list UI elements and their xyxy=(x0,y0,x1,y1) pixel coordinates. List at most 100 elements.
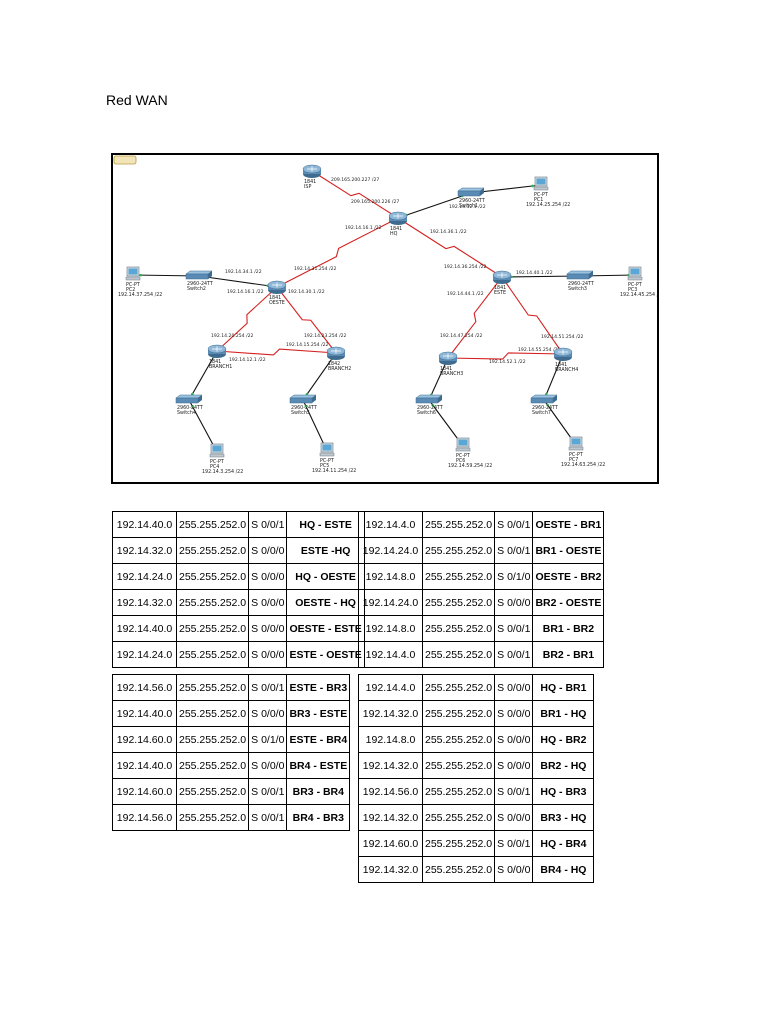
network-cell: 192.14.24.0 xyxy=(112,563,177,590)
device-ip-label: 192.14.59.254 /22 xyxy=(448,463,492,469)
device-name-label: Switch4 xyxy=(177,410,196,416)
ethernet-link[interactable] xyxy=(397,192,472,219)
switch7-switch-icon[interactable] xyxy=(530,394,558,404)
folder-icon[interactable] xyxy=(113,155,137,165)
serial-link[interactable] xyxy=(216,348,337,356)
serial-link[interactable] xyxy=(501,276,564,355)
pc6-pc-icon[interactable] xyxy=(455,437,471,452)
pc7-pc-icon[interactable] xyxy=(568,436,584,451)
device-ip-label: 192.14.63.254 /22 xyxy=(561,462,605,468)
device-ip-label: 192.14.25.254 /22 xyxy=(526,202,570,208)
device-model-label: 2960-24TT xyxy=(177,405,203,411)
switch3-switch-icon[interactable] xyxy=(566,270,594,280)
ethernet-link[interactable] xyxy=(198,275,278,288)
hq-router-icon[interactable] xyxy=(388,211,408,225)
serial-link[interactable] xyxy=(311,170,399,219)
network-cell: 192.14.60.0 xyxy=(112,726,177,753)
ethernet-link[interactable] xyxy=(543,353,564,401)
ethernet-link[interactable] xyxy=(188,399,218,453)
network-cell: 192.14.24.0 xyxy=(358,589,423,616)
link-ip-label: 192.14.12.1 /22 xyxy=(229,357,266,363)
ethernet-link[interactable] xyxy=(188,350,218,401)
interface-cell: S 0/0/1 xyxy=(494,511,534,538)
link-cell: BR2 - OESTE xyxy=(532,589,605,616)
device-model-label: 1841 xyxy=(494,285,506,291)
serial-link[interactable] xyxy=(276,217,399,288)
link-cell: BR2 - HQ xyxy=(532,752,595,779)
network-cell: 192.14.32.0 xyxy=(358,752,423,779)
ethernet-link[interactable] xyxy=(302,399,328,452)
device-name-label: Switch3 xyxy=(568,286,587,292)
device-model-label: 1841 xyxy=(390,226,402,232)
device-name-label: BRANCH1 xyxy=(209,364,232,370)
link-ip-label: 192.14.16.1 /22 xyxy=(227,289,264,295)
device-name-label: OESTE xyxy=(269,300,285,306)
switch5-switch-icon[interactable] xyxy=(289,394,317,404)
network-cell: 192.14.32.0 xyxy=(358,700,423,727)
device-name-label: Switch7 xyxy=(532,410,551,416)
device-model-label: 1841 xyxy=(555,362,567,368)
ethernet-link[interactable] xyxy=(428,357,449,401)
link-cell: OESTE - ESTE xyxy=(286,615,365,642)
interface-cell: S 0/0/0 xyxy=(248,589,288,616)
network-cell: 192.14.32.0 xyxy=(358,804,423,831)
branch3-router-icon[interactable] xyxy=(438,351,458,365)
isp-router-icon[interactable] xyxy=(302,164,322,178)
branch2-router-icon[interactable] xyxy=(326,346,346,360)
network-cell: 192.14.56.0 xyxy=(112,804,177,831)
pc5-pc-icon[interactable] xyxy=(319,442,335,457)
pc3-pc-icon[interactable] xyxy=(627,266,643,281)
oeste-router-icon[interactable] xyxy=(267,280,287,294)
network-cell: 192.14.40.0 xyxy=(112,752,177,779)
ethernet-link[interactable] xyxy=(302,352,337,401)
pc4-pc-icon[interactable] xyxy=(209,443,225,458)
device-name-label: PC6 xyxy=(456,458,465,464)
este-router-icon[interactable] xyxy=(492,270,512,284)
device-model-label: 2960-24TT xyxy=(568,281,594,287)
device-name-label: PC3 xyxy=(628,287,637,293)
link-cell: OESTE - BR1 xyxy=(532,511,605,538)
device-model-label: 1841 xyxy=(440,366,452,372)
network-cell: 192.14.56.0 xyxy=(112,674,177,701)
interface-cell: S 0/0/0 xyxy=(494,804,534,831)
serial-link[interactable] xyxy=(216,286,278,352)
link-ip-label: 192.14.55.254 /22 xyxy=(518,347,561,353)
serial-link[interactable] xyxy=(447,276,503,359)
pc1-pc-icon[interactable] xyxy=(533,176,549,191)
switch2-switch-icon[interactable] xyxy=(185,270,213,280)
link-ip-label: 192.14.36.1 /22 xyxy=(430,229,467,235)
switch6-switch-icon[interactable] xyxy=(415,394,443,404)
port-status-dot xyxy=(304,404,308,408)
branch1-router-icon[interactable] xyxy=(207,344,227,358)
interface-cell: S 0/0/1 xyxy=(248,778,288,805)
serial-link[interactable] xyxy=(397,217,503,278)
device-name-label: ESTE xyxy=(494,290,506,296)
interface-cell: S 0/0/1 xyxy=(494,615,534,642)
switch1-switch-icon[interactable] xyxy=(457,187,485,197)
switch4-switch-icon[interactable] xyxy=(175,394,203,404)
branch4-router-icon[interactable] xyxy=(553,347,573,361)
interface-cell: S 0/0/0 xyxy=(494,752,534,779)
link-cell: OESTE - BR2 xyxy=(532,563,605,590)
link-ip-label: 192.14.51.254 /22 xyxy=(541,334,584,340)
pc2-pc-icon[interactable] xyxy=(125,266,141,281)
serial-link[interactable] xyxy=(447,352,564,360)
device-name-label: PC1 xyxy=(534,197,543,203)
interface-cell: S 0/0/0 xyxy=(248,641,288,668)
serial-link[interactable] xyxy=(276,286,337,354)
port-status-dot xyxy=(191,404,194,408)
